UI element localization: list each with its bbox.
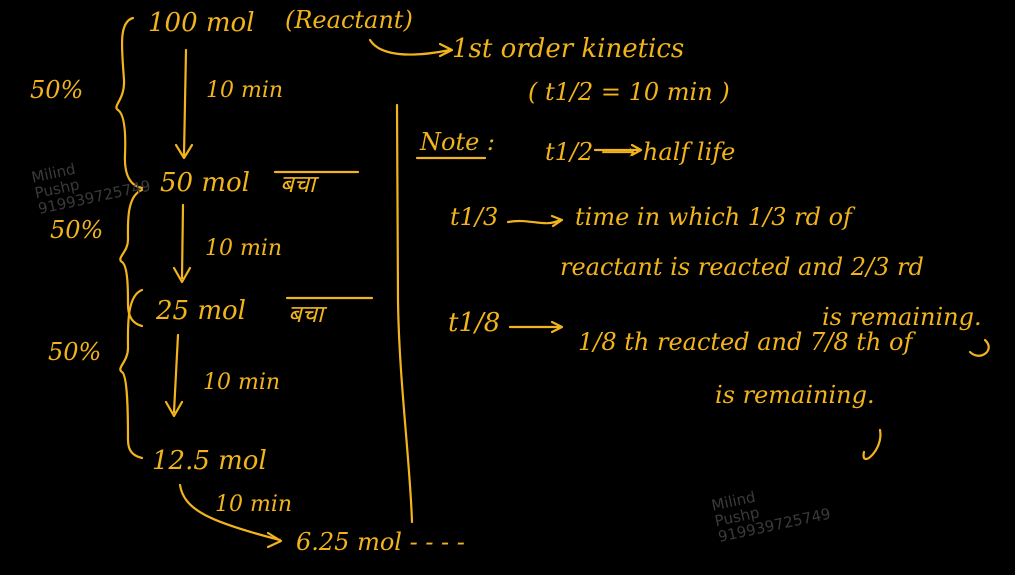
step-50mol: 50 mol xyxy=(160,168,250,198)
t13-line3: is remaining. xyxy=(822,303,982,331)
t18-line1: 1/8 th reacted and 7/8 th of xyxy=(578,328,913,356)
percent-3: 50% xyxy=(48,338,102,366)
note-text: t1/2 ⟶ half life xyxy=(545,138,736,166)
t13-line1: time in which 1/3 rd of xyxy=(575,203,852,231)
kinetics-title: 1st order kinetics xyxy=(452,34,685,64)
step-25mol: 25 mol xyxy=(156,296,246,326)
t13-line2: reactant is reacted and 2/3 rd xyxy=(560,253,924,281)
step-12-5mol: 12.5 mol xyxy=(152,446,267,476)
note-label: Note : xyxy=(420,128,496,156)
divider-line xyxy=(395,103,414,524)
percent-2: 50% xyxy=(50,216,104,244)
stage2-word: बचा xyxy=(280,170,316,198)
half-life-value: ( t1/2 = 10 min ) xyxy=(528,78,730,106)
arrow-1 xyxy=(174,48,194,160)
stage3-word: बचा xyxy=(288,300,324,328)
brace-1 xyxy=(115,16,144,190)
arrow-3 xyxy=(164,333,184,418)
t18-line2: is remaining. xyxy=(715,381,875,409)
step-100mol: 100 mol xyxy=(148,8,255,38)
t18-symbol: t1/8 xyxy=(448,308,501,338)
arrow-2 xyxy=(172,203,192,284)
brace-3 xyxy=(119,288,144,460)
arrow-4 xyxy=(178,483,283,549)
reactant-label: (Reactant) xyxy=(285,6,413,34)
arrow-reactant xyxy=(368,38,454,58)
interval-3: 10 min xyxy=(203,370,281,395)
percent-1: 50% xyxy=(30,76,84,104)
interval-2: 10 min xyxy=(205,236,283,261)
step-6-25mol: 6.25 mol - - - - xyxy=(296,528,465,556)
t13-symbol: t1/3 xyxy=(450,203,499,231)
interval-1: 10 min xyxy=(206,78,284,103)
interval-4: 10 min xyxy=(215,492,293,517)
